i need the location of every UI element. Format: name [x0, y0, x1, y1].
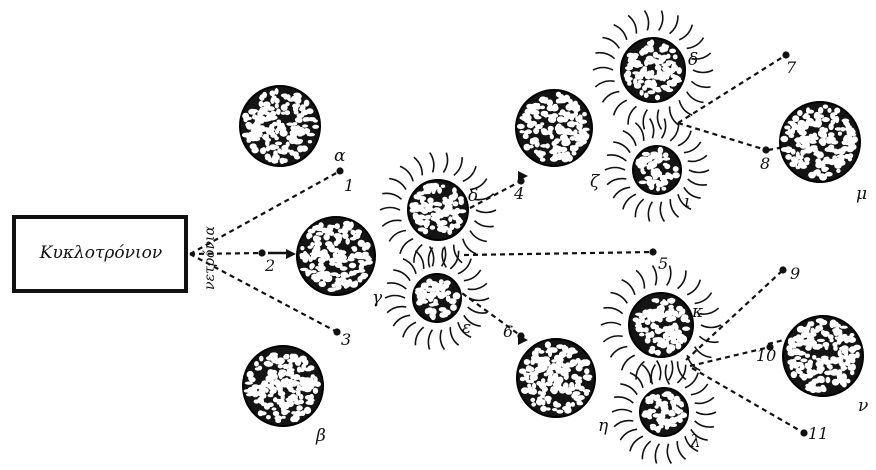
neutron-path — [464, 252, 653, 255]
neutron-number-n2: 2 — [265, 258, 275, 274]
neutron-number-n4: 4 — [514, 186, 524, 202]
neutron-path — [190, 253, 262, 254]
neutron-beam-label: νετρόνια — [202, 226, 218, 290]
nuclei-spheres — [240, 38, 863, 436]
neutron-number-n7: 7 — [786, 60, 796, 76]
neutron-path — [768, 340, 784, 344]
neutron-dot-n5 — [649, 248, 656, 255]
nucleus-n — [783, 316, 863, 396]
nucleus-label-i: ι — [684, 194, 691, 211]
neutron-number-n6: 6 — [503, 324, 513, 340]
nucleus-label-g: γ — [372, 290, 382, 307]
nucleus-label-e: ε — [462, 320, 471, 337]
nucleus-e — [413, 274, 461, 322]
nucleus-label-k: κ — [692, 304, 703, 321]
nucleus-label-b: β — [316, 428, 326, 445]
nucleus-label-m: μ — [856, 186, 867, 203]
nucleus-z — [516, 90, 592, 166]
nucleus-d2 — [621, 38, 685, 102]
nucleus-label-a: α — [334, 148, 345, 165]
nucleus-h — [517, 339, 595, 417]
neutron-dot-n8 — [762, 146, 769, 153]
nucleus-i — [633, 146, 681, 194]
nucleus-label-l: λ — [690, 434, 701, 451]
neutron-number-n10: 10 — [756, 348, 776, 364]
nucleus-k — [629, 293, 693, 357]
nucleus-b — [243, 346, 323, 426]
nucleus-label-d2: δ — [688, 52, 698, 69]
nucleus-label-n: ν — [858, 398, 868, 415]
nucleus-g — [297, 217, 375, 295]
neutron-dot-n9 — [779, 266, 786, 273]
nucleus-m — [780, 102, 860, 182]
neutron-number-n1: 1 — [344, 178, 354, 194]
neutron-number-n3: 3 — [341, 332, 351, 348]
nucleus-label-h: η — [598, 418, 608, 435]
cyclotron-box: Κυκλοτρόνιον — [12, 215, 188, 293]
neutron-dot-n11 — [800, 429, 807, 436]
neutron-number-n5: 5 — [658, 256, 668, 272]
cyclotron-label: Κυκλοτρόνιον — [16, 243, 186, 263]
neutron-dot-n1 — [336, 167, 343, 174]
nucleus-l — [640, 388, 688, 436]
nucleus-label-z: ζ — [590, 174, 599, 191]
nucleus-d — [408, 180, 468, 240]
neutron-number-n8: 8 — [760, 156, 770, 172]
neutron-number-n9: 9 — [790, 266, 800, 282]
neutron-number-n11: 11 — [808, 426, 828, 442]
neutron-dot-n3 — [333, 328, 340, 335]
nucleus-a — [240, 86, 320, 166]
nucleus-label-d: δ — [468, 188, 478, 205]
neutron-dot-n6 — [517, 332, 524, 339]
neutron-path — [678, 123, 766, 150]
